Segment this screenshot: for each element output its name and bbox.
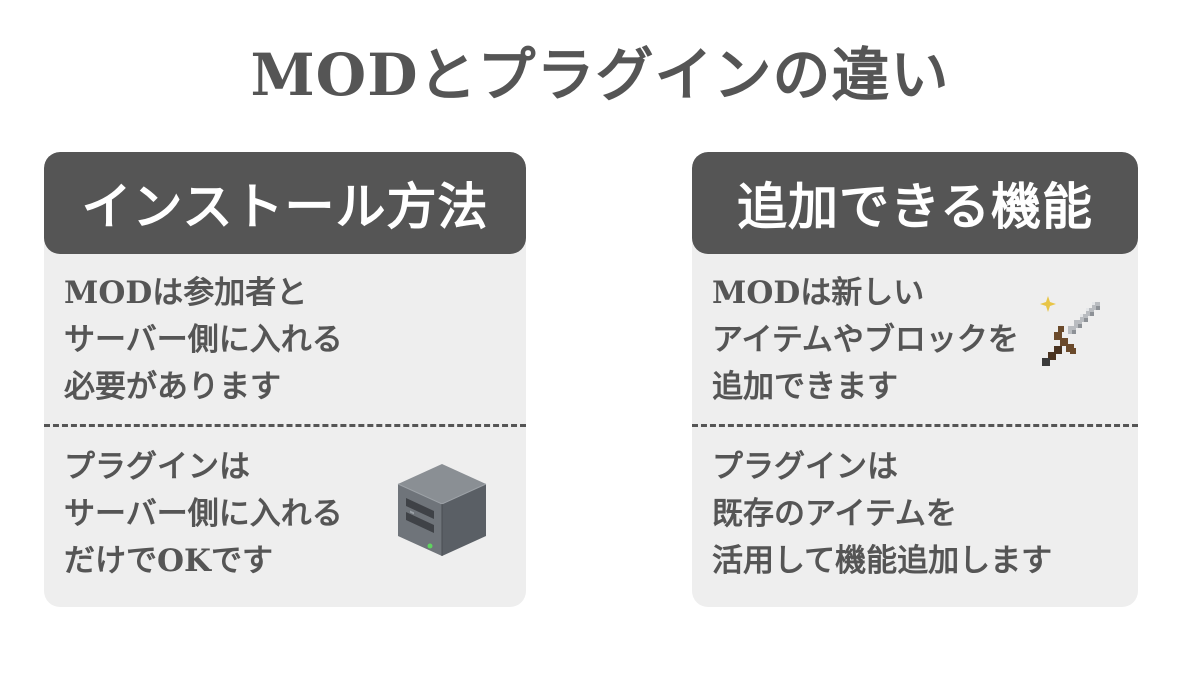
- text-line: プラグインは: [712, 449, 898, 485]
- card-header: 追加できる機能: [692, 152, 1138, 254]
- dashed-divider: [692, 424, 1138, 427]
- card-section-mod: MODは参加者と サーバー側に入れる 必要があります: [44, 260, 526, 428]
- text-line: 既存のアイテムを: [712, 496, 957, 532]
- card-section-plugin: プラグインは サーバー側に入れる だけでOKです: [44, 442, 526, 607]
- section-text: プラグインは サーバー側に入れる だけでOKです: [64, 444, 343, 585]
- card-section-mod: MODは新しい アイテムやブロックを 追加できます: [692, 260, 1138, 428]
- card-section-plugin: プラグインは 既存のアイテムを 活用して機能追加します: [692, 442, 1138, 607]
- text-line: アイテムやブロックを: [712, 322, 1019, 358]
- text-line: 必要があります: [64, 369, 281, 405]
- page-title: MODとプラグインの違い: [250, 41, 950, 109]
- section-text: MODは参加者と サーバー側に入れる 必要があります: [64, 270, 343, 411]
- dashed-divider: [44, 424, 526, 427]
- text-line: MODは参加者と: [64, 275, 308, 311]
- text-line: 追加できます: [712, 369, 898, 405]
- text-line: 活用して機能追加します: [712, 543, 1053, 579]
- text-line: プラグインは: [64, 449, 250, 485]
- card-header: インストール方法: [44, 152, 526, 254]
- server-icon: [394, 460, 490, 564]
- card-install-method: インストール方法 MODは参加者と サーバー側に入れる 必要があります プラグイ…: [44, 152, 526, 607]
- section-text: MODは新しい アイテムやブロックを 追加できます: [712, 270, 1019, 411]
- text-line: MODは新しい: [712, 275, 925, 311]
- text-line: だけでOKです: [64, 543, 273, 579]
- section-text: プラグインは 既存のアイテムを 活用して機能追加します: [712, 444, 1052, 585]
- card-features: 追加できる機能 MODは新しい アイテムやブロックを 追加できます: [692, 152, 1138, 607]
- text-line: サーバー側に入れる: [64, 496, 343, 532]
- sword-icon: [1036, 294, 1112, 378]
- text-line: サーバー側に入れる: [64, 322, 343, 358]
